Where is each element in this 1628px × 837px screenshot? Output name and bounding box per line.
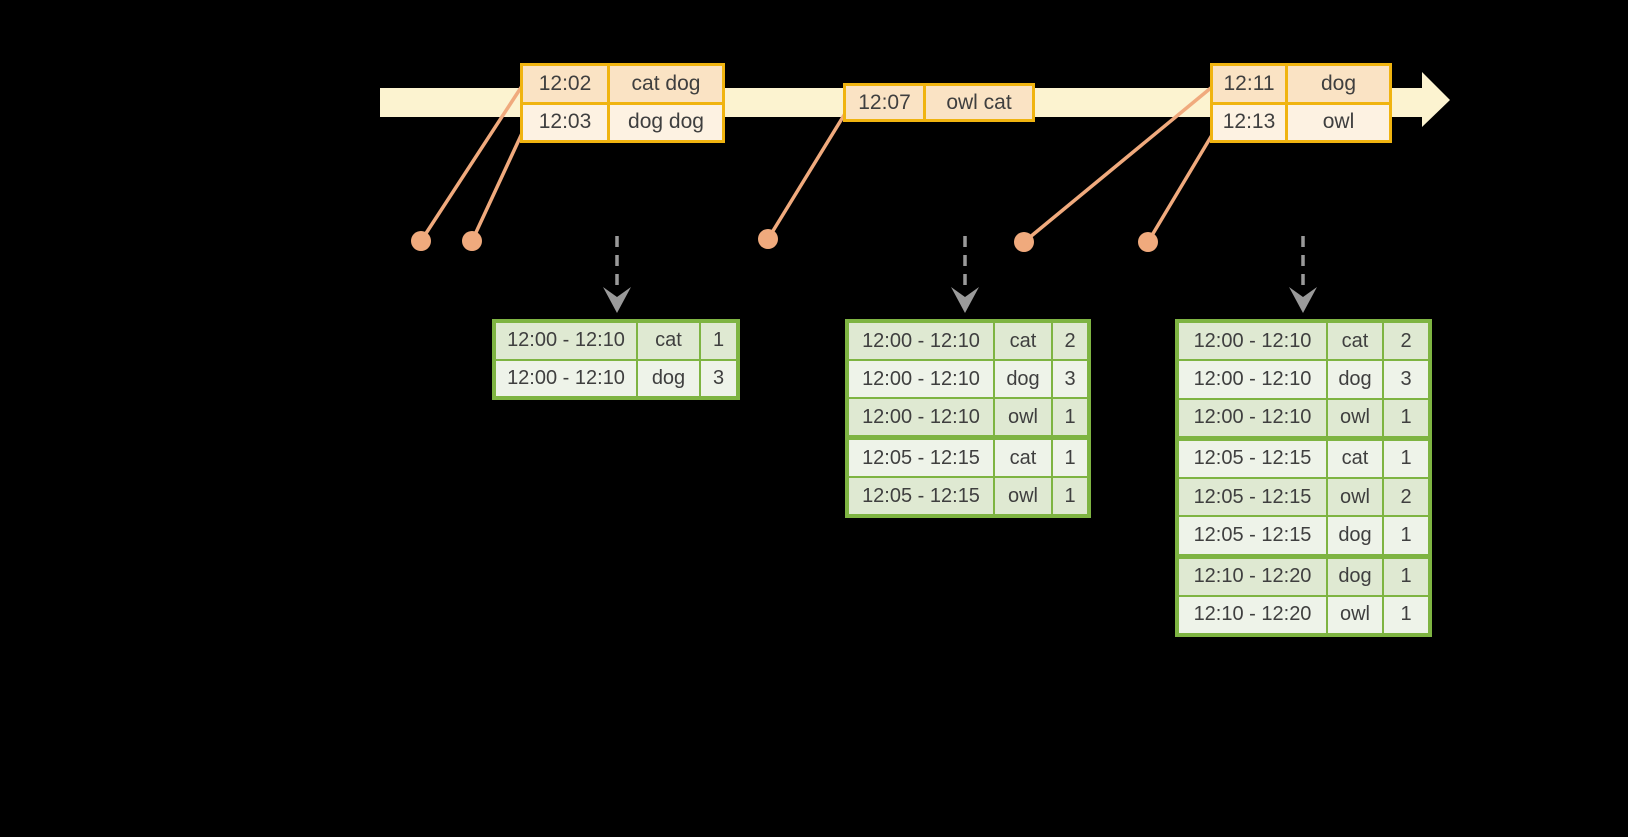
down-arrowhead-icon	[603, 287, 631, 313]
time-cell: 12:02	[523, 66, 607, 102]
word-cell: dog	[1326, 361, 1382, 398]
count-cell: 1	[1382, 399, 1428, 436]
word-cell: dog	[1326, 517, 1382, 554]
word-cell: dog	[1326, 558, 1382, 595]
window-cell: 12:00 - 12:10	[1179, 361, 1326, 398]
window-cell: 12:05 - 12:15	[849, 440, 993, 476]
word-cell: cat	[993, 323, 1051, 359]
word-cell: cat	[993, 440, 1051, 476]
time-cell: 12:03	[523, 104, 607, 140]
count-cell: 2	[1382, 479, 1428, 516]
down-arrowhead-icon	[1289, 287, 1317, 313]
window-cell: 12:10 - 12:20	[1179, 558, 1326, 595]
count-cell: 2	[1051, 323, 1087, 359]
window-cell: 12:05 - 12:15	[1179, 440, 1326, 477]
count-cell: 1	[1382, 517, 1428, 554]
count-cell: 3	[699, 360, 736, 396]
window-cell: 12:00 - 12:10	[1179, 323, 1326, 360]
words-cell: owl cat	[923, 86, 1032, 119]
count-cell: 3	[1051, 361, 1087, 397]
window-cell: 12:00 - 12:10	[1179, 399, 1326, 436]
word-cell: owl	[1326, 479, 1382, 516]
word-cell: owl	[1326, 399, 1382, 436]
count-cell: 1	[1382, 596, 1428, 633]
count-cell: 1	[699, 323, 736, 359]
event-marker-line	[1022, 85, 1214, 244]
count-cell: 1	[1051, 478, 1087, 514]
time-cell: 12:07	[846, 86, 923, 119]
time-cell: 12:13	[1213, 104, 1285, 140]
window-cell: 12:05 - 12:15	[849, 478, 993, 514]
word-cell: dog	[636, 360, 699, 396]
time-cell: 12:11	[1213, 66, 1285, 102]
event-marker-line	[419, 85, 524, 242]
down-arrowhead-icon	[951, 287, 979, 313]
word-cell: owl	[993, 478, 1051, 514]
word-cell: cat	[636, 323, 699, 359]
window-cell: 12:00 - 12:10	[849, 361, 993, 397]
window-cell: 12:00 - 12:10	[849, 323, 993, 359]
window-cell: 12:00 - 12:10	[496, 360, 636, 396]
count-cell: 1	[1382, 558, 1428, 595]
count-cell: 1	[1382, 440, 1428, 477]
words-cell: dog	[1285, 66, 1389, 102]
event-marker-line	[1146, 129, 1217, 243]
word-cell: dog	[993, 361, 1051, 397]
event-marker-dot	[1138, 232, 1158, 252]
event-marker-dot	[462, 231, 482, 251]
count-cell: 1	[1051, 440, 1087, 476]
window-cell: 12:00 - 12:10	[496, 323, 636, 359]
word-cell: cat	[1326, 440, 1382, 477]
words-cell: owl	[1285, 104, 1389, 140]
event-marker-dot	[758, 229, 778, 249]
count-cell: 1	[1051, 399, 1087, 435]
window-cell: 12:00 - 12:10	[849, 399, 993, 435]
window-cell: 12:05 - 12:15	[1179, 479, 1326, 516]
word-cell: cat	[1326, 323, 1382, 360]
timeline-arrowhead-icon	[1422, 72, 1450, 127]
event-marker-line	[766, 111, 848, 240]
window-cell: 12:10 - 12:20	[1179, 596, 1326, 633]
event-marker-line	[470, 128, 526, 242]
count-cell: 3	[1382, 361, 1428, 398]
words-cell: cat dog	[607, 66, 722, 102]
count-cell: 2	[1382, 323, 1428, 360]
word-cell: owl	[993, 399, 1051, 435]
words-cell: dog dog	[607, 104, 722, 140]
event-marker-dot	[411, 231, 431, 251]
window-cell: 12:05 - 12:15	[1179, 517, 1326, 554]
word-cell: owl	[1326, 596, 1382, 633]
event-marker-dot	[1014, 232, 1034, 252]
